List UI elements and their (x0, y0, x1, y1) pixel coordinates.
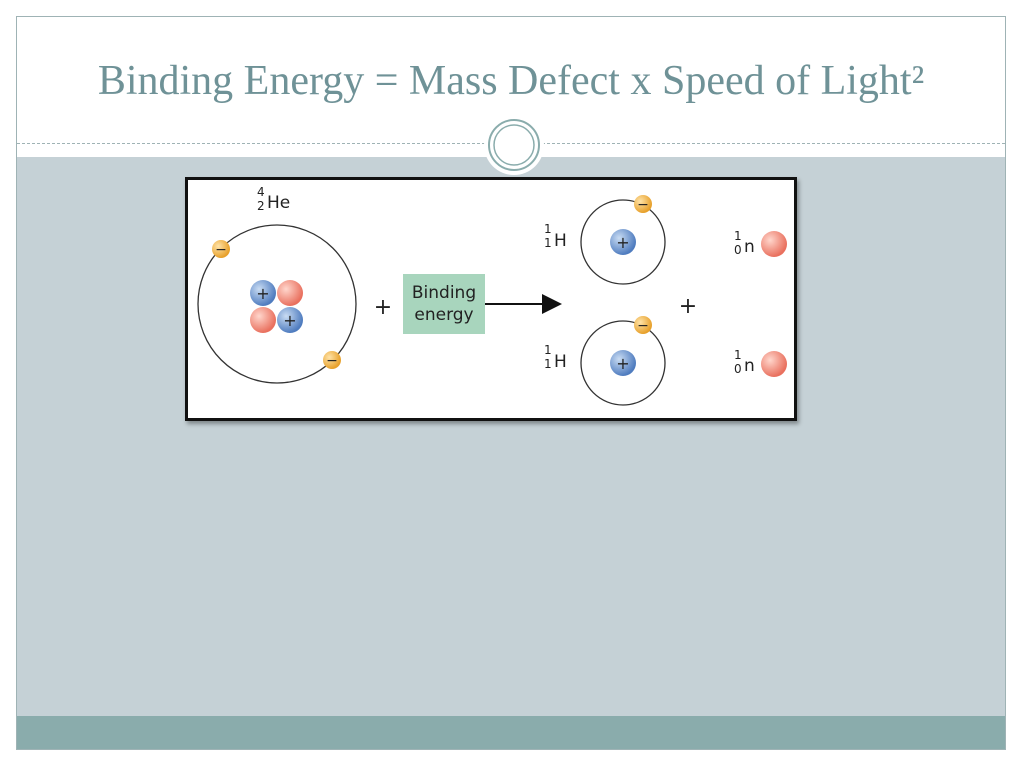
helium-orbit (197, 224, 357, 384)
electron (212, 240, 230, 258)
hydrogen-mass-number: 1 (544, 343, 552, 357)
proton (250, 280, 276, 306)
circle-ornament-icon (484, 115, 544, 175)
hydrogen-atom-bottom: + − (580, 316, 666, 406)
binding-energy-box: Binding energy (403, 274, 485, 334)
helium-atom: + + − − (197, 224, 357, 384)
hydrogen-top-label: 1 1 H (544, 222, 567, 251)
neutron-atomic-number: 0 (734, 362, 742, 376)
slide-title: Binding Energy = Mass Defect x Speed of … (97, 58, 925, 104)
electron (634, 195, 652, 213)
neutron (250, 307, 276, 333)
footer-bar (17, 716, 1005, 749)
neutron-symbol: n (744, 356, 755, 376)
binding-energy-line2: energy (414, 305, 474, 325)
electron-charge: − (215, 242, 227, 258)
binding-energy-line1: Binding (411, 283, 477, 303)
nuclear-binding-diagram: 4 2 He + + − − + (185, 177, 797, 421)
proton (610, 350, 636, 376)
hydrogen-bottom-label: 1 1 H (544, 343, 567, 372)
neutron (277, 280, 303, 306)
neutron (761, 231, 787, 257)
hydrogen-orbit (580, 320, 666, 406)
proton-charge: + (283, 311, 296, 330)
proton-charge: + (256, 284, 269, 303)
electron (323, 351, 341, 369)
helium-atomic-number: 2 (257, 199, 265, 213)
neutron-mass-number: 1 (734, 348, 742, 362)
electron-charge: − (326, 353, 338, 369)
hydrogen-atomic-number: 1 (544, 357, 552, 371)
plus-sign: + (679, 294, 697, 319)
proton-charge: + (616, 354, 629, 373)
hydrogen-atomic-number: 1 (544, 236, 552, 250)
electron-charge: − (637, 197, 649, 213)
electron (634, 316, 652, 334)
hydrogen-atom-top: + − (580, 195, 666, 285)
neutron-symbol: n (744, 237, 755, 257)
hydrogen-orbit (580, 199, 666, 285)
neutron-atomic-number: 0 (734, 243, 742, 257)
hydrogen-mass-number: 1 (544, 222, 552, 236)
hydrogen-symbol: H (554, 231, 567, 251)
hydrogen-symbol: H (554, 352, 567, 372)
slide: Binding Energy = Mass Defect x Speed of … (16, 16, 1006, 750)
proton-charge: + (616, 233, 629, 252)
helium-label: 4 2 He (257, 185, 290, 213)
helium-symbol: He (267, 193, 290, 213)
neutron-mass-number: 1 (734, 229, 742, 243)
proton (610, 229, 636, 255)
plus-sign: + (374, 295, 392, 320)
helium-mass-number: 4 (257, 185, 265, 199)
proton (277, 307, 303, 333)
neutron-bottom: 1 0 n (734, 348, 787, 377)
neutron (761, 351, 787, 377)
neutron-top: 1 0 n (734, 229, 787, 257)
electron-charge: − (637, 318, 649, 334)
